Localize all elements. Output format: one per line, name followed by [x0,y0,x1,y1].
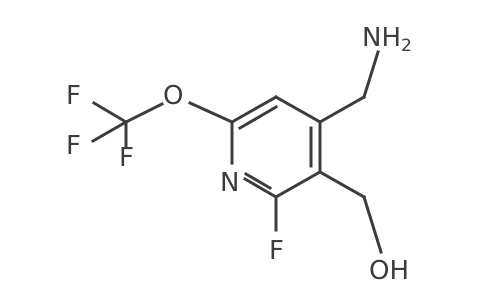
atom-ether-o: O [163,81,183,111]
bond-c6-o [188,101,234,124]
bond-c3-c2 [273,169,323,200]
bond-c5-c4 [273,94,323,125]
atom-amine-n: NH [362,23,401,53]
bond-c3-ch2 [317,169,367,200]
atom-cf3-f1: F [66,81,81,111]
bond-o-cf3 [123,101,165,125]
atom-cf3-f3: F [66,131,81,161]
atom-cf3-f2: F [119,143,134,173]
bond-c4-ch2 [317,94,367,125]
bond-cf3-f3 [90,119,129,144]
bond-c2-n [242,176,279,200]
bond-cf3-f1 [91,100,129,125]
bond-ch2-oh [362,195,383,254]
bond-c6-c5 [229,94,279,125]
bond-ch2-n [362,50,380,99]
atom-ring-f: F [269,236,284,266]
bond-c2-n-double [243,171,273,191]
atom-amine-h-count: 2 [401,36,412,56]
bond-c6-c5-double [237,104,279,131]
atom-ring-n: N [220,168,239,198]
atom-hydroxyl: OH [369,256,409,286]
